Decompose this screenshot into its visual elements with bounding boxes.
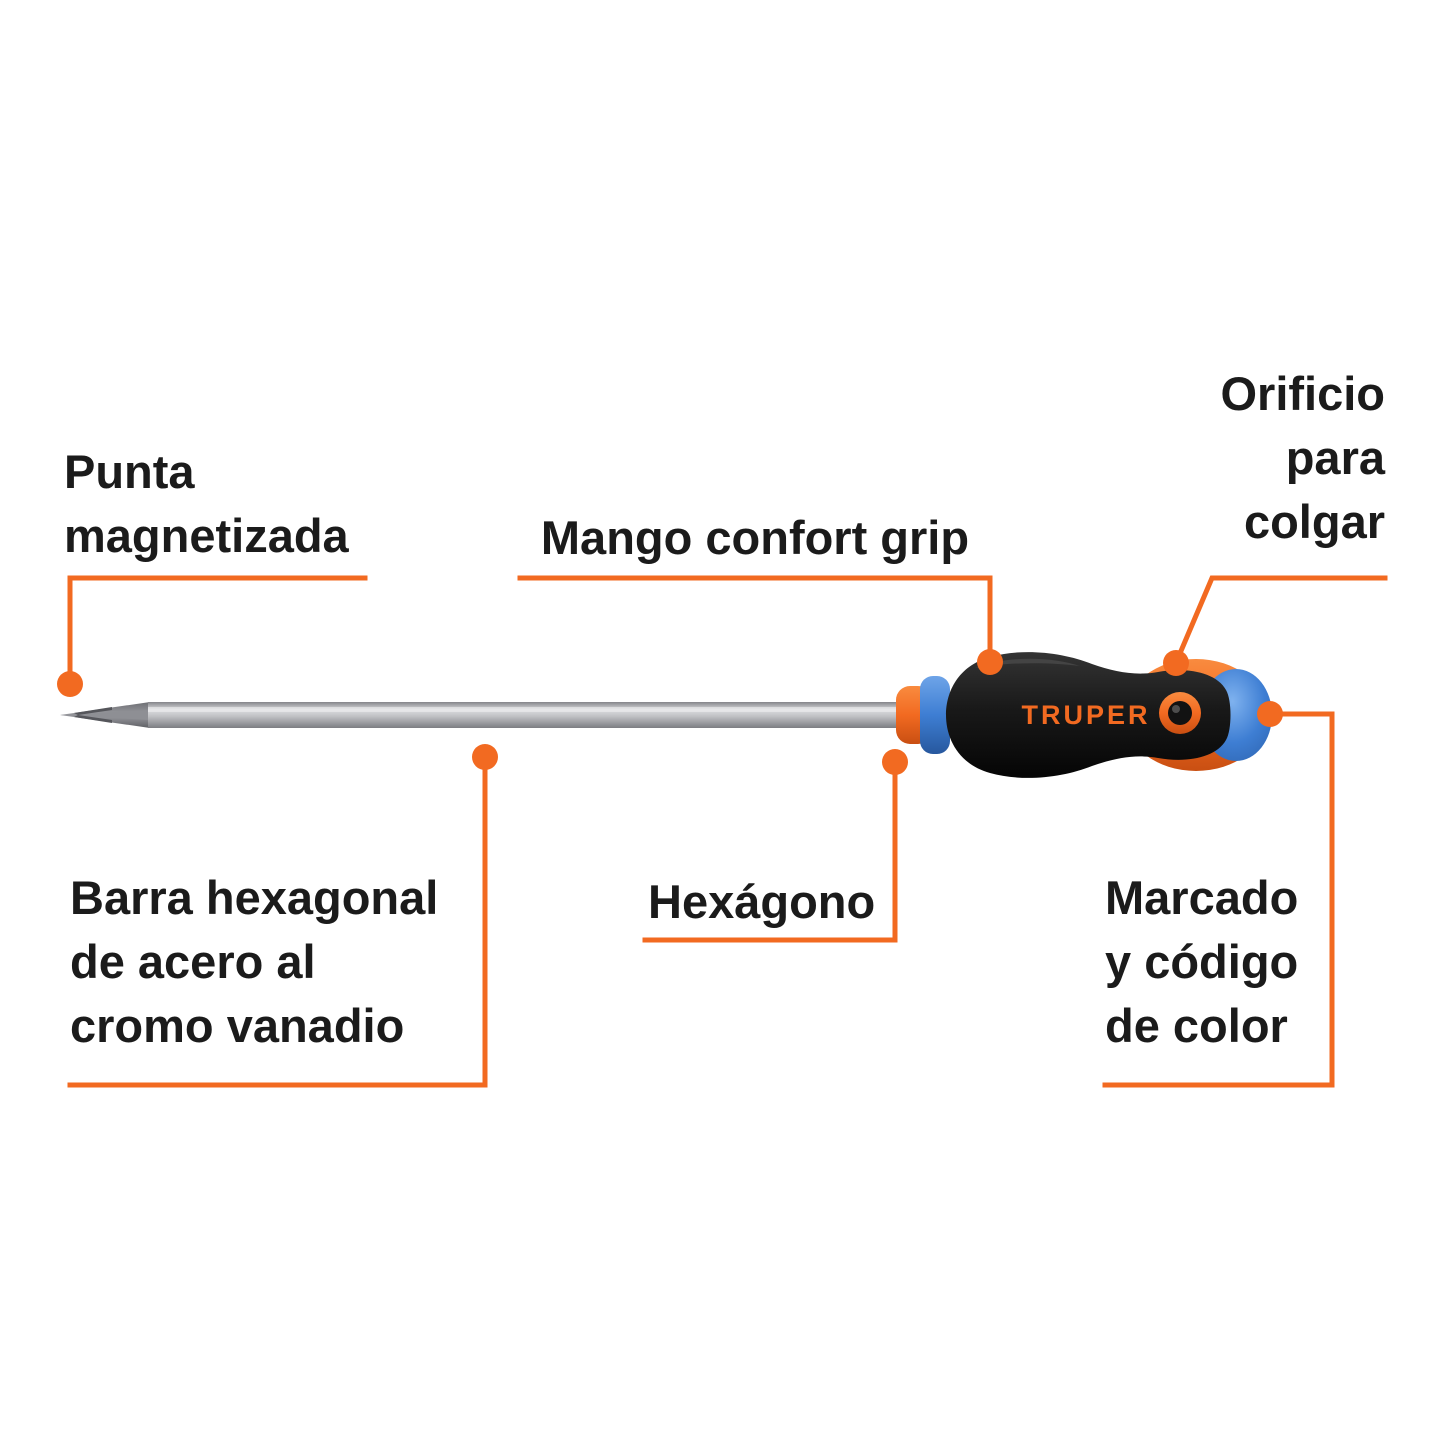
callout-orificio-dot — [1163, 650, 1189, 676]
label-text-line: para — [1285, 431, 1385, 484]
callout-lines — [67, 575, 1388, 1088]
label-text-line: y código — [1105, 935, 1299, 988]
label-text-line: magnetizada — [64, 509, 349, 562]
label-text-line: de color — [1105, 999, 1288, 1052]
callout-mango-line — [517, 575, 993, 660]
label-text-line: Barra hexagonal — [70, 871, 439, 924]
screwdriver-shaft — [148, 702, 908, 728]
screwdriver-illustration: TRUPER — [60, 652, 1272, 778]
callout-barra-line — [67, 758, 488, 1088]
callout-mango-dot — [977, 649, 1003, 675]
callout-marcado-dot — [1257, 701, 1283, 727]
callout-barra-dot — [472, 744, 498, 770]
label-barra-hexagonal: Barra hexagonal de acero al cromo vanadi… — [70, 866, 438, 1058]
label-punta-magnetizada: Punta magnetizada — [64, 440, 349, 568]
callout-orificio-line — [1174, 575, 1388, 662]
label-mango-confort-grip: Mango confort grip — [520, 506, 990, 570]
label-text-line: de acero al — [70, 935, 316, 988]
callout-punta-dot — [57, 671, 83, 697]
label-orificio-para-colgar: Orificio para colgar — [1220, 362, 1385, 554]
label-text-line: colgar — [1243, 495, 1385, 548]
screwdriver-bolster — [896, 676, 950, 754]
callout-marcado-line — [1102, 711, 1335, 1088]
label-text-line: Mango confort grip — [540, 511, 970, 564]
callout-hexagono-dot — [882, 749, 908, 775]
label-text-line: Marcado — [1105, 871, 1299, 924]
callout-dots — [57, 649, 1283, 775]
hanging-hole — [1159, 692, 1201, 734]
label-marcado-codigo-color: Marcado y código de color — [1105, 866, 1298, 1058]
label-text-line: cromo vanadio — [70, 999, 405, 1052]
label-text-line: Hexágono — [648, 875, 876, 928]
brand-text: TRUPER — [1021, 700, 1150, 730]
screwdriver-handle — [946, 652, 1231, 778]
label-text-line: Punta — [64, 445, 195, 498]
label-text-line: Orificio — [1220, 367, 1385, 420]
callout-punta-line — [67, 575, 368, 681]
screwdriver-tip — [60, 702, 150, 728]
label-hexagono: Hexágono — [648, 870, 875, 934]
callout-hexagono-line — [642, 763, 898, 943]
